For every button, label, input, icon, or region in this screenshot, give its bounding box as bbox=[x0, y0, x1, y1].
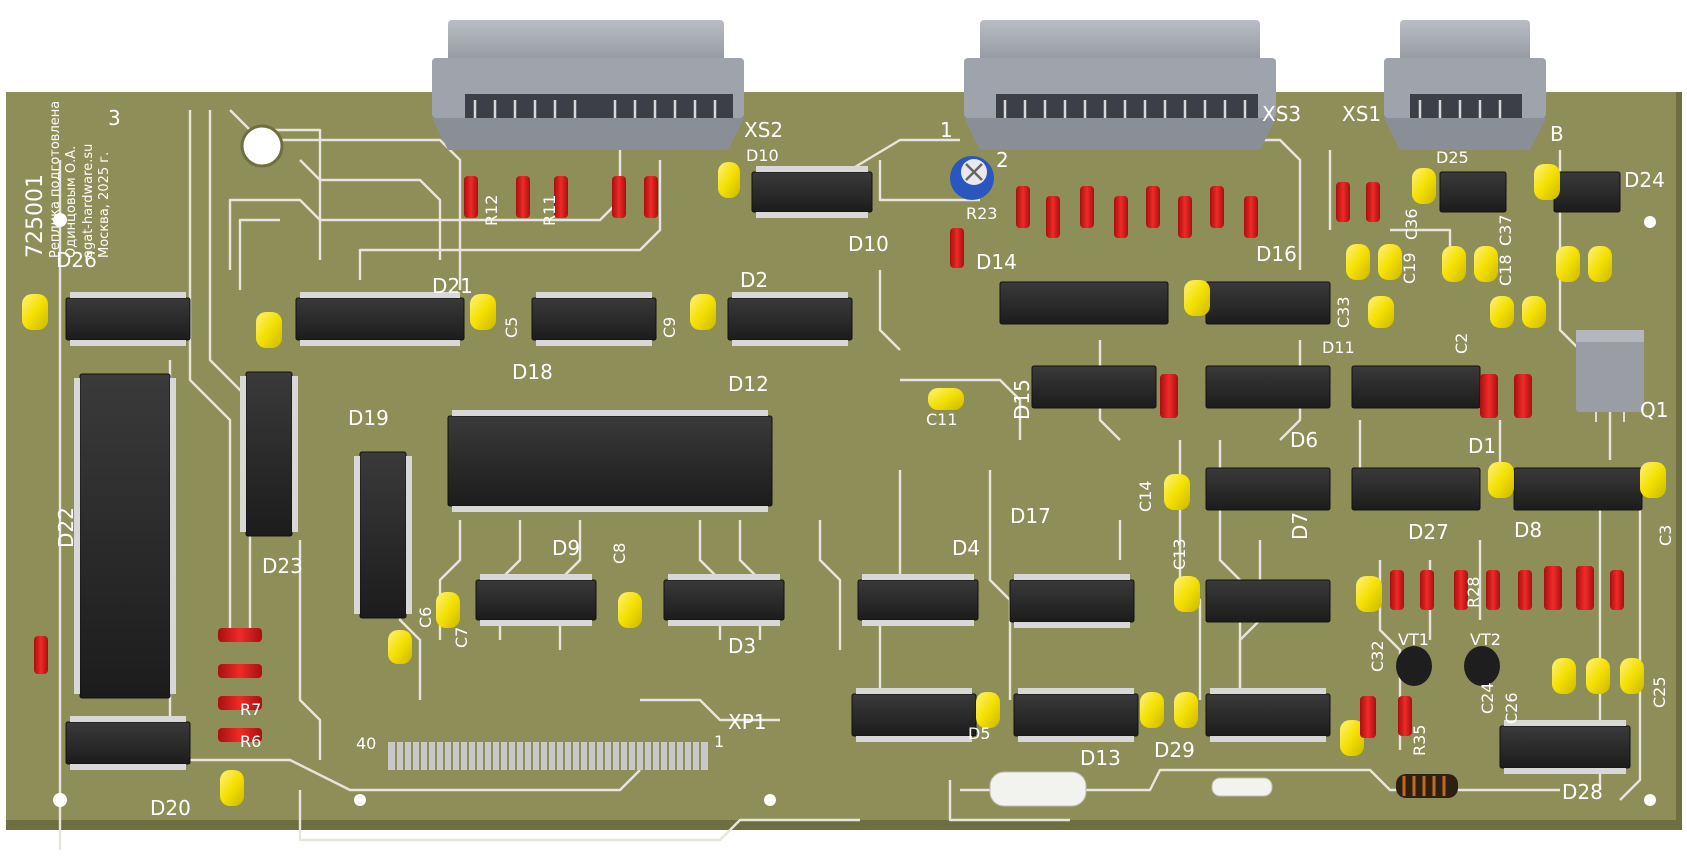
label-xp1-pin40: 40 bbox=[356, 734, 377, 753]
label-d10-top: D10 bbox=[746, 146, 779, 165]
label-c6: C6 bbox=[416, 606, 435, 628]
label-d25: D25 bbox=[1436, 148, 1469, 167]
capacitors bbox=[22, 162, 1666, 806]
label-d29: D29 bbox=[1154, 738, 1195, 762]
label-d12: D12 bbox=[728, 372, 769, 396]
label-r28: R28 bbox=[1464, 576, 1483, 608]
label-xs2: XS2 bbox=[744, 118, 784, 142]
credit-line-2: Одинцовым О.А. bbox=[64, 145, 80, 258]
label-r12: R12 bbox=[482, 194, 501, 226]
label-d4: D4 bbox=[952, 536, 981, 560]
resistors bbox=[34, 176, 1624, 742]
label-c5: C5 bbox=[502, 316, 521, 338]
crystal-q1 bbox=[1576, 330, 1644, 422]
label-c3: C3 bbox=[1656, 524, 1675, 546]
label-c37: C37 bbox=[1496, 214, 1515, 246]
label-d8: D8 bbox=[1514, 518, 1543, 542]
label-c2: C2 bbox=[1452, 332, 1471, 354]
label-d20: D20 bbox=[150, 796, 191, 820]
label-c8: C8 bbox=[610, 542, 629, 564]
label-d13: D13 bbox=[1080, 746, 1121, 770]
label-c32: C32 bbox=[1368, 640, 1387, 672]
connector-xs1 bbox=[1384, 20, 1546, 150]
label-c26: C26 bbox=[1502, 692, 1521, 724]
label-xs3: XS3 bbox=[1262, 102, 1302, 126]
label-d5: D5 bbox=[968, 724, 991, 743]
label-d19: D19 bbox=[348, 406, 389, 430]
label-r23: R23 bbox=[966, 204, 998, 223]
label-xp1: XP1 bbox=[728, 710, 767, 734]
label-xs3-pin1: 1 bbox=[940, 118, 953, 142]
transistors bbox=[1396, 646, 1500, 686]
label-r35: R35 bbox=[1410, 724, 1429, 756]
label-d14: D14 bbox=[976, 250, 1017, 274]
label-c13: C13 bbox=[1170, 538, 1189, 570]
label-l3: 3 bbox=[108, 106, 121, 130]
label-c36: C36 bbox=[1402, 208, 1421, 240]
label-c33: C33 bbox=[1334, 296, 1353, 328]
label-d2: D2 bbox=[740, 268, 769, 292]
credit-block: 725001 Реплика подготовлена Одинцовым О.… bbox=[23, 100, 113, 258]
board-serial: 725001 bbox=[23, 174, 48, 258]
label-d11: D11 bbox=[1322, 338, 1355, 357]
label-c24: C24 bbox=[1478, 682, 1497, 714]
label-d22: D22 bbox=[54, 507, 78, 548]
axial-parts bbox=[989, 771, 1458, 807]
label-d27: D27 bbox=[1408, 520, 1449, 544]
label-c25: C25 bbox=[1650, 676, 1669, 708]
label-d10: D10 bbox=[848, 232, 889, 256]
label-d1: D1 bbox=[1468, 434, 1497, 458]
label-r6: R6 bbox=[240, 732, 262, 751]
label-d16: D16 bbox=[1256, 242, 1297, 266]
label-d26: D26 bbox=[56, 248, 97, 272]
edge-connector-xp1 bbox=[388, 742, 708, 770]
trimmer-r23 bbox=[950, 156, 994, 200]
label-d21: D21 bbox=[432, 274, 473, 298]
label-d18: D18 bbox=[512, 360, 553, 384]
label-d17: D17 bbox=[1010, 504, 1051, 528]
label-xs3-pin2: 2 bbox=[996, 148, 1009, 172]
label-r7: R7 bbox=[240, 700, 262, 719]
label-c7: C7 bbox=[452, 626, 471, 648]
label-d7: D7 bbox=[1288, 511, 1312, 540]
label-xp1-pin1: 1 bbox=[714, 732, 725, 751]
connector-xs2 bbox=[432, 20, 744, 150]
label-c19: C19 bbox=[1400, 252, 1419, 284]
credit-line-3: agat-hardware.su bbox=[80, 143, 96, 258]
label-d15: D15 bbox=[1010, 379, 1034, 420]
credit-line-1: Реплика подготовлена bbox=[48, 100, 64, 258]
label-vt2: VT2 bbox=[1470, 630, 1501, 649]
label-d28: D28 bbox=[1562, 780, 1603, 804]
label-d9: D9 bbox=[552, 536, 581, 560]
label-r11: R11 bbox=[540, 194, 559, 226]
ic-pins bbox=[70, 166, 1626, 774]
label-d3: D3 bbox=[728, 634, 757, 658]
label-xs1: XS1 bbox=[1342, 102, 1382, 126]
label-c9: C9 bbox=[660, 316, 679, 338]
label-c11: C11 bbox=[926, 410, 958, 429]
label-xs1-pin-b: B bbox=[1550, 122, 1564, 146]
label-d24: D24 bbox=[1624, 168, 1665, 192]
label-q1: Q1 bbox=[1640, 398, 1669, 422]
label-c18: C18 bbox=[1496, 254, 1515, 286]
label-vt1: VT1 bbox=[1398, 630, 1429, 649]
label-c14: C14 bbox=[1136, 480, 1155, 512]
label-d23: D23 bbox=[262, 554, 303, 578]
connector-xs3 bbox=[964, 20, 1276, 150]
mounting-holes bbox=[53, 124, 1656, 807]
label-d6: D6 bbox=[1290, 428, 1319, 452]
